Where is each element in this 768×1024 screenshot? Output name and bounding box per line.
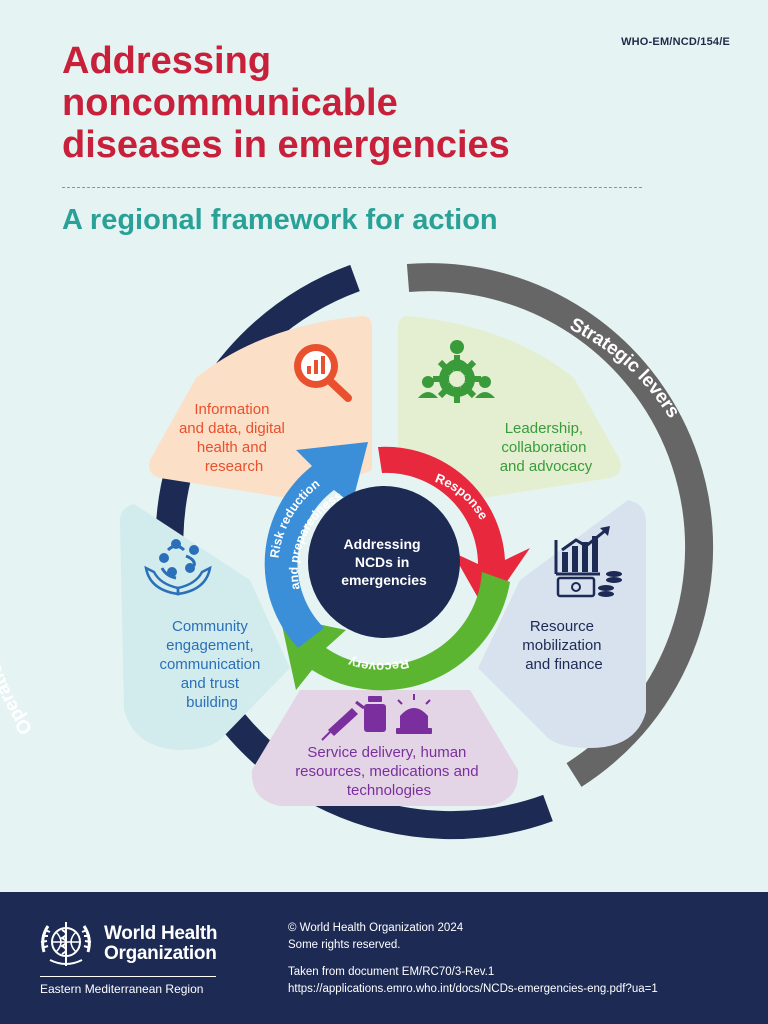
- service-label: Service delivery, human resources, medic…: [295, 744, 483, 799]
- title-line-2: noncommunicable: [62, 82, 398, 124]
- center-label: Addressing NCDs in emergencies: [341, 536, 427, 588]
- dashed-divider: [62, 187, 642, 188]
- people-gear-icon: [418, 340, 495, 403]
- resource-label: Resource mobilization and finance: [522, 618, 605, 673]
- magnifier-chart-icon: [294, 344, 352, 402]
- framework-diagram: Operational levers Strategic levers: [0, 263, 714, 840]
- document-code: WHO-EM/NCD/154/E: [621, 36, 730, 48]
- risk-reduction-arrow: [264, 442, 368, 648]
- who-name-line-2: Organization: [104, 943, 217, 964]
- sector-service: [251, 690, 519, 806]
- footer-text: © World Health Organization 2024 Some ri…: [288, 920, 658, 998]
- finance-chart-icon: [554, 526, 622, 598]
- leadership-label: Leadership, collaboration and advocacy: [500, 420, 593, 475]
- sector-resource: [478, 500, 646, 748]
- sector-community: [119, 504, 291, 750]
- rights-text: Some rights reserved.: [288, 939, 401, 951]
- who-name-line-1: World Health: [104, 923, 218, 944]
- community-hands-icon: [144, 539, 212, 596]
- title-line-3: diseases in emergencies: [62, 124, 510, 166]
- strategic-levers-arc: [406, 263, 714, 787]
- operational-levers-label: Operational levers: [0, 577, 37, 739]
- information-label: Information and data, digital health and…: [179, 401, 289, 475]
- center-circle: [308, 486, 460, 638]
- recovery-arrow: [280, 572, 510, 691]
- region-name: Eastern Mediterranean Region: [40, 982, 204, 996]
- source-text: Taken from document EM/RC70/3-Rev.1: [288, 966, 495, 978]
- source-url[interactable]: https://applications.emro.who.int/docs/N…: [288, 983, 658, 995]
- title-line-1: Addressing: [62, 40, 272, 82]
- logo-divider: [40, 976, 216, 977]
- medical-supplies-icon: [321, 694, 432, 741]
- recovery-label: Recovery: [346, 655, 411, 675]
- community-label: Community engagement, communication and …: [159, 618, 264, 711]
- who-name: World Health Organization: [104, 923, 218, 964]
- footer: World Health Organization Eastern Medite…: [0, 892, 768, 1024]
- copyright-text: © World Health Organization 2024: [288, 922, 464, 934]
- page-subtitle: A regional framework for action: [62, 204, 498, 236]
- response-arrow: [378, 446, 530, 612]
- who-emblem-icon: [40, 922, 92, 966]
- page-title: Addressing noncommunicable diseases in e…: [62, 40, 702, 166]
